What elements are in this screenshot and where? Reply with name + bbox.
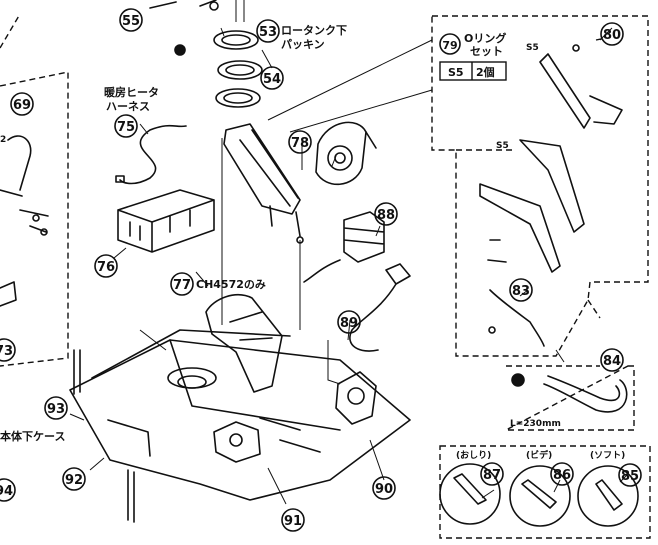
packing-ring-2	[217, 60, 263, 80]
part-number-77-text: 77	[173, 278, 191, 293]
part-number-93-text: 93	[47, 402, 65, 417]
oring-set-table	[439, 61, 507, 81]
part-number-87	[480, 462, 504, 486]
part-number-91	[281, 508, 305, 532]
part-number-90-text: 90	[375, 482, 393, 497]
harness-83	[489, 289, 545, 347]
part-number-85	[618, 463, 642, 487]
part-number-55-text: 55	[122, 14, 140, 29]
part-number-89-text: 89	[340, 316, 358, 331]
label-s5-marker-1: S5	[526, 43, 539, 53]
label-low-tank-packing-2: パッキン	[281, 38, 325, 51]
part-number-92	[62, 467, 86, 491]
plug-89	[349, 263, 411, 352]
part-number-94-text: 94	[0, 484, 13, 499]
part-number-80	[600, 22, 624, 46]
part-number-91-text: 91	[284, 514, 302, 529]
part-number-73	[0, 338, 16, 362]
label-ch-only: CH4572のみ	[196, 278, 266, 291]
label-nozzle-bide: (ビデ)	[526, 449, 552, 461]
part-number-78-text: 78	[291, 136, 309, 151]
label-nozzle-soft: (ソフト)	[590, 450, 625, 461]
inset-box-nozzles	[439, 445, 651, 539]
part-number-54-text: 54	[263, 72, 281, 87]
hose-clamp-bullet	[511, 373, 525, 387]
part-90	[335, 371, 377, 425]
part-number-83-text: 83	[512, 284, 530, 299]
oring-set-code: S5	[448, 66, 464, 79]
part-number-80-text: 80	[603, 28, 621, 43]
part-number-69	[10, 92, 34, 116]
label-fragment-2: 2	[0, 135, 6, 145]
duct-77	[205, 294, 283, 393]
bracket-76	[117, 189, 215, 253]
gear-91	[213, 421, 261, 463]
heater-harness	[119, 124, 187, 185]
part-number-84	[600, 348, 624, 372]
part-number-84-text: 84	[603, 354, 621, 369]
part-number-90	[372, 476, 396, 500]
screw-bullet	[174, 44, 186, 56]
part-number-79-text: 79	[442, 39, 457, 52]
inset-box-hose	[505, 365, 635, 431]
part-number-76	[94, 254, 118, 278]
label-heater-harness-1: 暖房ヒータ	[104, 85, 159, 99]
nozzle-bide-circle	[509, 465, 571, 527]
coil-88	[343, 211, 385, 263]
fan-78	[315, 121, 367, 186]
hose-84	[543, 379, 628, 413]
packing-ring-3	[215, 88, 261, 108]
nozzle-soft-circle	[577, 465, 639, 527]
part-number-94	[0, 478, 16, 502]
part-number-85-text: 85	[621, 469, 639, 484]
part-number-92-text: 92	[65, 473, 83, 488]
label-s5-marker-2: S5	[496, 141, 509, 151]
part-number-53-text: 53	[259, 25, 277, 40]
part-number-86-text: 86	[553, 468, 571, 483]
inset-box-oring-group	[431, 15, 649, 357]
nozzle-oshiri-circle	[439, 463, 501, 525]
part-number-86	[550, 462, 574, 486]
packing-ring-1	[213, 30, 259, 50]
label-oring-set-2: セット	[470, 45, 503, 58]
label-hose-length: L=230mm	[510, 419, 561, 429]
heater-rod-assembly	[223, 123, 301, 215]
label-body-lower-case: 本体下ケース	[0, 429, 65, 443]
part-number-93	[44, 396, 68, 420]
part-number-88	[374, 202, 398, 226]
label-heater-harness-2: ハーネス	[106, 100, 150, 113]
part-number-55	[119, 8, 143, 32]
oring-set-qty: 2個	[476, 65, 495, 79]
part-number-88-text: 88	[377, 208, 395, 223]
part-number-89	[337, 310, 361, 334]
part-number-83	[509, 278, 533, 302]
label-nozzle-oshiri: (おしり)	[456, 450, 491, 461]
part-number-53	[256, 19, 280, 43]
part-number-76-text: 76	[97, 260, 115, 275]
part-number-54	[260, 66, 284, 90]
label-oring-set-1: Oリング	[464, 31, 506, 45]
part-number-75-text: 75	[117, 120, 135, 135]
label-low-tank-packing-1: ロータンク下	[281, 24, 347, 37]
part-number-73-text: 73	[0, 344, 13, 359]
part-number-77	[170, 272, 194, 296]
part-number-69-text: 69	[13, 98, 31, 113]
base-unit	[69, 339, 411, 501]
part-number-79	[439, 33, 461, 55]
part-number-87-text: 87	[483, 468, 501, 483]
part-number-75	[114, 114, 138, 138]
part-number-78	[288, 130, 312, 154]
inset-box-left	[0, 71, 69, 367]
